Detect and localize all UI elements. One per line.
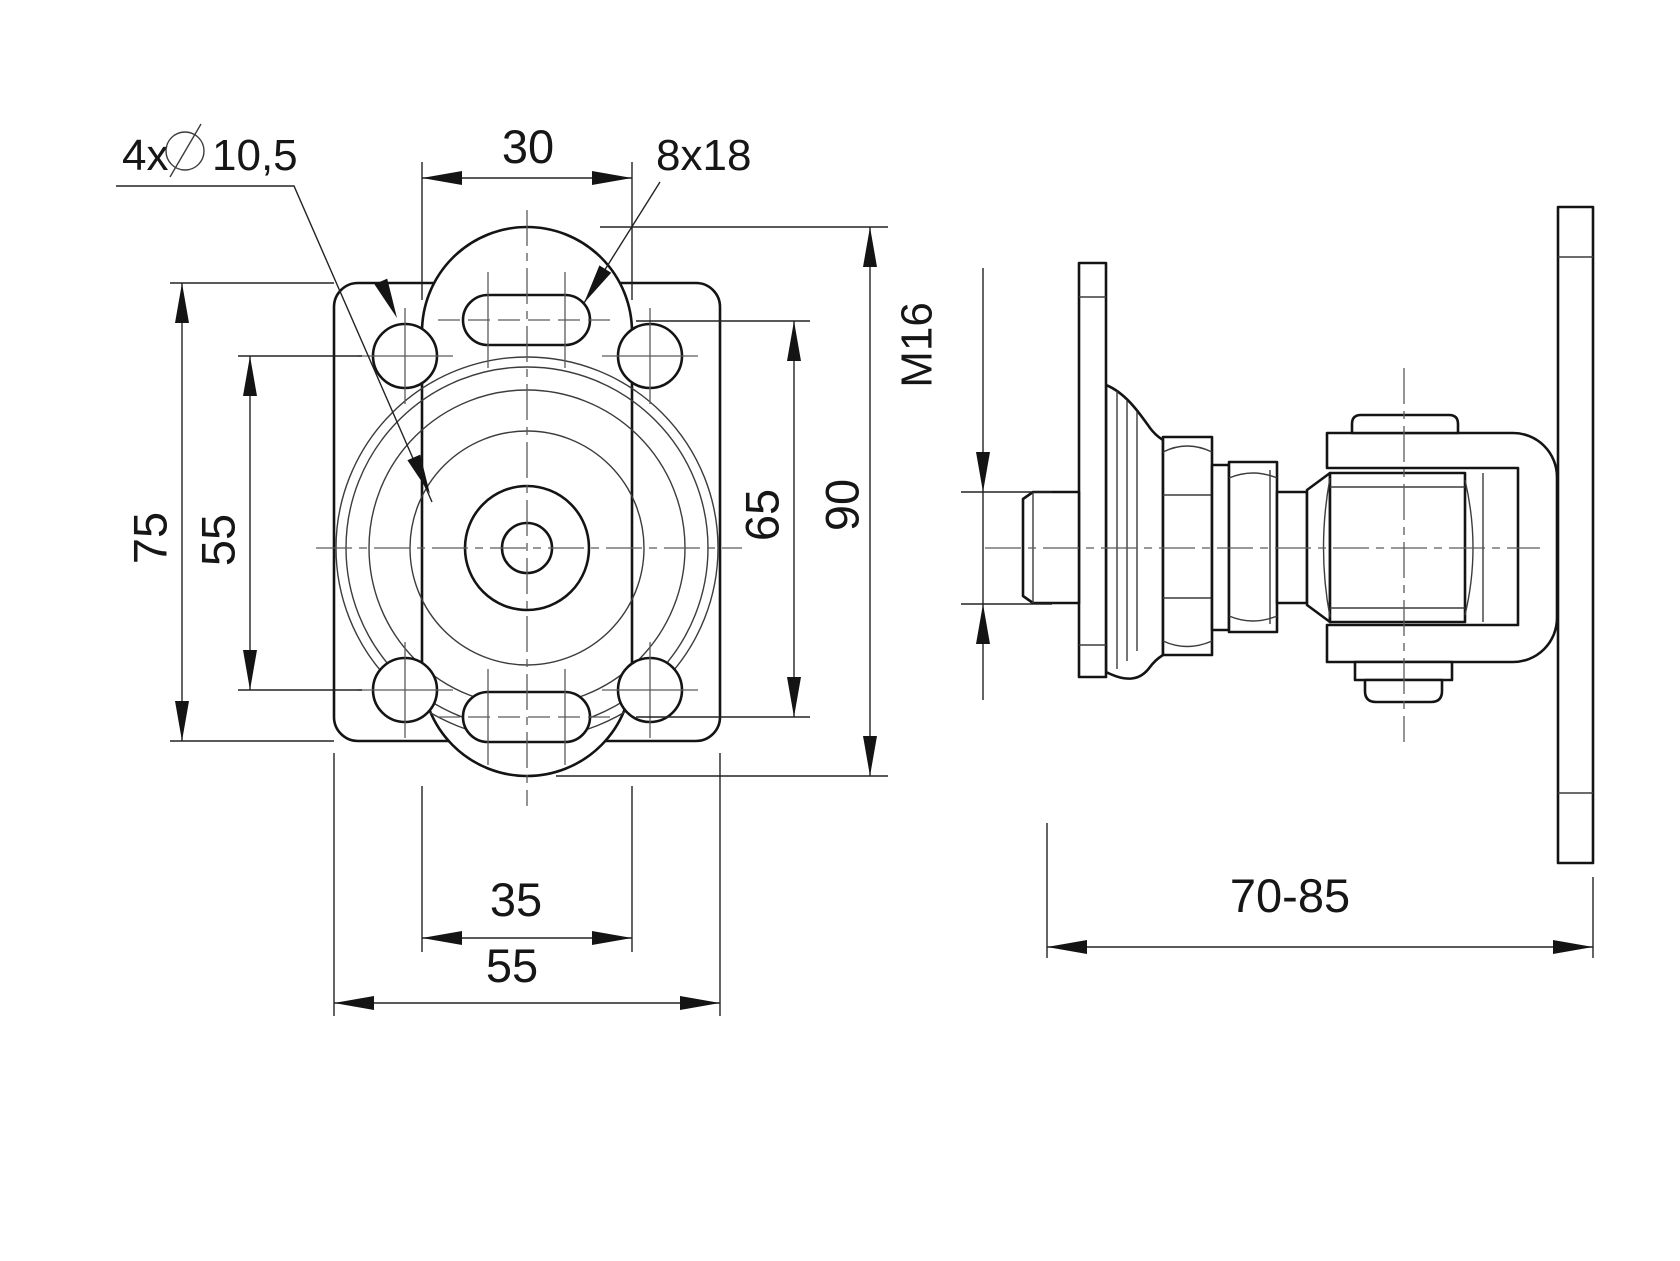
dim-label-55-left: 55 xyxy=(191,514,244,566)
dim-label-90: 90 xyxy=(815,479,868,531)
dim-label-75: 75 xyxy=(123,512,176,564)
dim-label-70-85: 70-85 xyxy=(1230,869,1350,922)
centerlines-side xyxy=(985,368,1540,742)
hex-nut xyxy=(1161,435,1214,657)
wall-plate-side xyxy=(1077,261,1108,679)
holes-diameter-label: 10,5 xyxy=(212,131,298,180)
front-view: 30 4x 10,5 8x18 75 xyxy=(116,120,888,1016)
dim-label-35: 35 xyxy=(490,873,542,926)
dim-hole-spacing: 55 xyxy=(191,355,362,691)
pivot-barrel xyxy=(1305,471,1484,624)
diameter-symbol xyxy=(165,123,205,178)
dim-plate-height: 75 xyxy=(123,282,334,742)
leader-slot-size: 8x18 xyxy=(583,131,751,304)
holes-count-label: 4x xyxy=(122,131,168,180)
dim-label-65: 65 xyxy=(735,489,788,541)
dim-depth-range: 70-85 xyxy=(1046,823,1594,958)
centerlines-front xyxy=(316,210,742,806)
dim-label-55-bottom: 55 xyxy=(486,939,538,992)
side-view: M16 70-85 xyxy=(892,205,1595,958)
boss-bell-side xyxy=(1104,383,1165,680)
slot-size-label: 8x18 xyxy=(656,131,751,180)
dim-label-m16: M16 xyxy=(892,302,941,388)
dim-strap-width-top: 30 xyxy=(421,120,633,300)
eye-bracket xyxy=(1325,431,1559,664)
dim-thread: M16 xyxy=(892,268,1052,700)
dim-slot-spacing: 65 xyxy=(636,320,810,718)
leader-hole-diameter: 4x 10,5 xyxy=(116,123,433,503)
gate-plate-side xyxy=(1556,205,1595,865)
dim-label-30: 30 xyxy=(502,120,554,173)
dim-strap-height: 90 xyxy=(556,226,888,777)
dim-strap-width-bottom: 35 xyxy=(421,786,633,952)
pivot-top-tab xyxy=(1350,413,1460,435)
adjusting-nut xyxy=(1227,460,1279,634)
dim-plate-width: 55 xyxy=(333,753,721,1016)
